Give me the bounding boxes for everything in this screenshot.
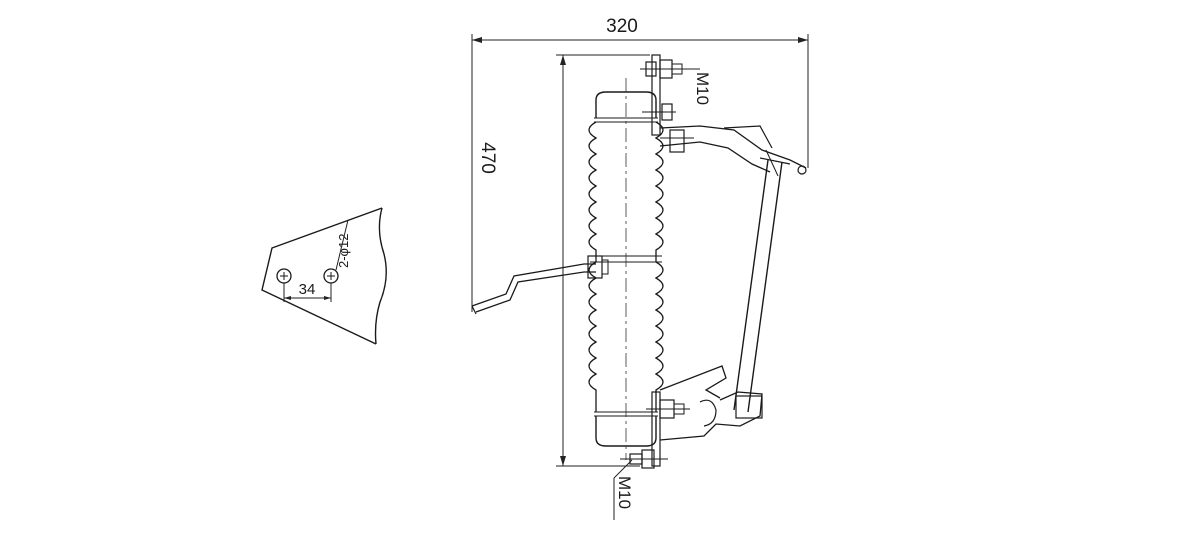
width-dimension-label: 320 bbox=[606, 16, 638, 37]
top-contact bbox=[640, 54, 807, 175]
mounting-bracket bbox=[471, 255, 609, 315]
height-dimension-label: 470 bbox=[477, 142, 498, 174]
height-dimension: 470 bbox=[477, 54, 650, 467]
fuse-tube bbox=[733, 149, 791, 413]
bracket-hole-detail: 34 2-φ12 bbox=[261, 207, 387, 345]
porcelain-insulator bbox=[588, 78, 664, 460]
top-bolt-callout: M10 bbox=[680, 68, 712, 105]
hole-spec-label: 2-φ12 bbox=[336, 234, 351, 268]
bottom-bolt-label: M10 bbox=[615, 476, 634, 509]
top-bolt-label: M10 bbox=[693, 72, 712, 105]
bottom-contact bbox=[620, 365, 763, 469]
bottom-bolt-callout: M10 bbox=[613, 459, 634, 520]
width-dimension: 320 bbox=[471, 16, 809, 312]
hole-spacing-label: 34 bbox=[299, 281, 316, 298]
